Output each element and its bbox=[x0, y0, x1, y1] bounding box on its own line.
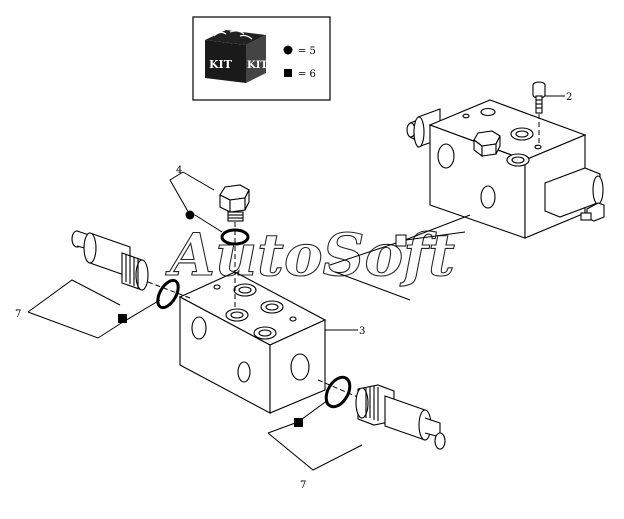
connector-marker bbox=[395, 234, 407, 247]
leader-7-left bbox=[27, 279, 121, 313]
kit-badge-right: KIT bbox=[247, 60, 268, 71]
o-ring-bottom bbox=[324, 375, 352, 409]
upper-valve-block bbox=[406, 99, 605, 239]
callout-4: 4 bbox=[176, 165, 182, 176]
bolt-part-2 bbox=[532, 81, 546, 114]
callout-3: 3 bbox=[359, 326, 365, 337]
cartridge-bottom-part-7 bbox=[355, 384, 446, 450]
leader-4-kit bbox=[169, 171, 191, 216]
cartridge-left-part-7 bbox=[71, 230, 149, 291]
hex-plug-part-4 bbox=[219, 184, 250, 222]
kit-badge-left: KIT bbox=[209, 58, 233, 71]
o-ring-left bbox=[156, 278, 180, 310]
watermark: AutoSoft bbox=[165, 221, 455, 289]
kit-box-icon: KIT KIT bbox=[205, 30, 268, 83]
kit-circle-marker bbox=[185, 210, 195, 220]
kit-square-icon bbox=[284, 69, 292, 77]
kit-square-label: = 6 bbox=[298, 69, 316, 80]
leader-4 bbox=[182, 171, 215, 191]
leader-7-bottom bbox=[267, 432, 363, 471]
callout-7-left: 7 bbox=[15, 309, 21, 320]
callout-2: 2 bbox=[566, 92, 572, 103]
kit-circle-label: = 5 bbox=[298, 46, 316, 57]
leader-7-left-kit bbox=[27, 311, 124, 339]
kit-circle-icon bbox=[283, 45, 293, 55]
kit-square-marker-bottom bbox=[294, 418, 303, 427]
callout-7-bottom: 7 bbox=[300, 480, 306, 491]
lower-valve-block bbox=[178, 271, 327, 414]
kit-legend: KIT KIT = 5 = 6 bbox=[192, 16, 331, 101]
kit-square-marker-left bbox=[118, 314, 127, 323]
